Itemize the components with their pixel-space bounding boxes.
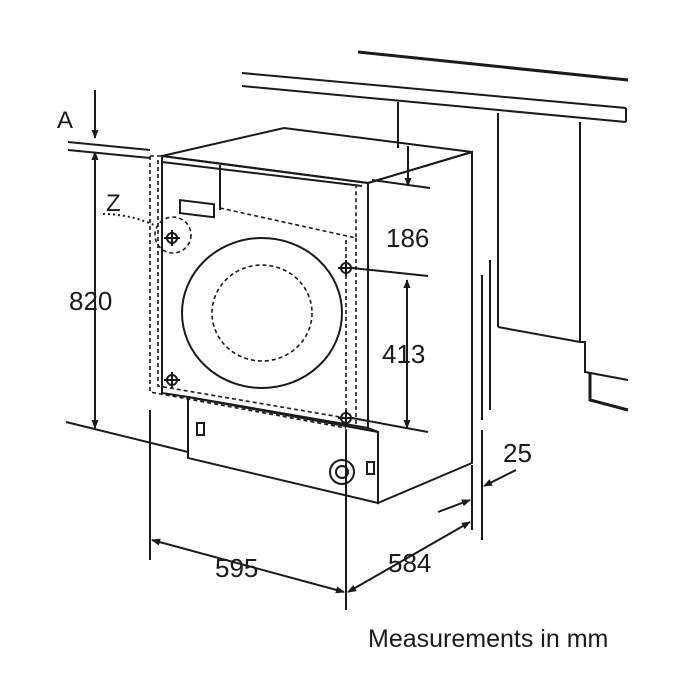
gap-label: 25 <box>503 438 532 468</box>
z-leader <box>102 213 157 227</box>
depth-arrow <box>347 521 471 593</box>
gap-arrow-right <box>483 469 517 487</box>
mount-spacing-label: 413 <box>382 339 425 369</box>
washing-machine <box>161 126 473 505</box>
marker-a-label: A <box>57 107 73 134</box>
marker-z-label: Z <box>106 190 121 217</box>
cabinet-outline <box>241 50 629 420</box>
installation-outline <box>149 155 357 430</box>
mount-point-bottom-right <box>338 410 354 426</box>
gap-arrow-left <box>437 499 471 513</box>
mount-point-top-right <box>338 260 354 276</box>
top-offset-label: 186 <box>386 223 429 253</box>
dimension-lines <box>65 90 517 610</box>
width-label: 595 <box>215 553 258 583</box>
mount-point-bottom-left <box>164 372 180 388</box>
width-arrow <box>151 538 345 594</box>
height-label: 820 <box>69 286 112 316</box>
caption: Measurements in mm <box>368 625 608 653</box>
mount-point-top-left <box>154 216 192 254</box>
depth-label: 584 <box>388 548 431 578</box>
mounting-points <box>102 213 354 426</box>
